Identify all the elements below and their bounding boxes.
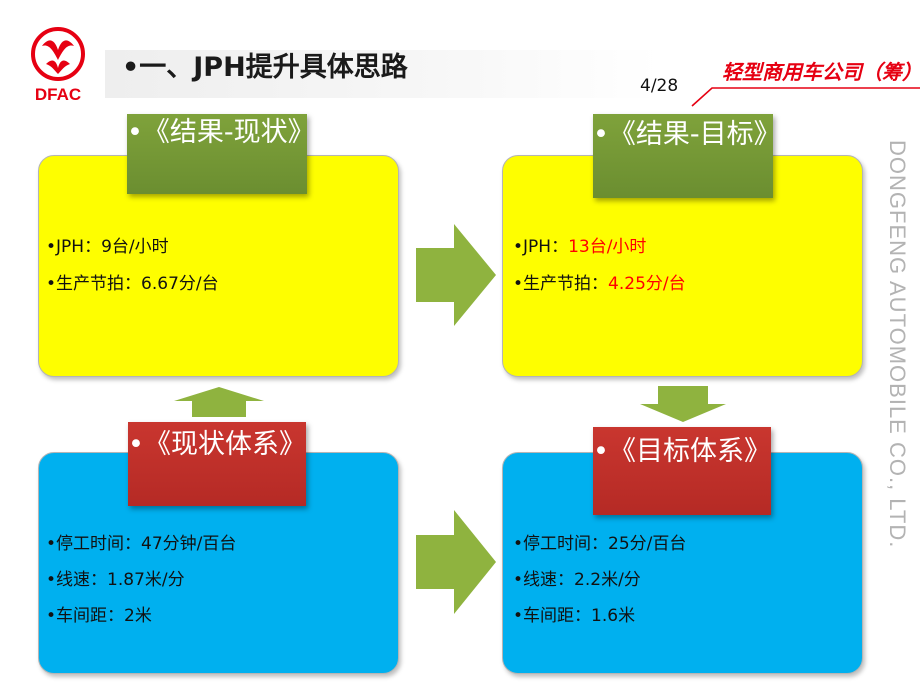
current-takt-line: •生产节拍：6.67分/台: [46, 274, 219, 294]
target-jph-line: •JPH：13台/小时: [513, 237, 647, 257]
arrow-down-icon: [640, 386, 726, 422]
arrow-right-icon: [416, 224, 496, 326]
title-band: [105, 50, 660, 98]
target-system-tag: •《目标体系》: [593, 427, 771, 515]
target-takt-value: 4.25分/台: [608, 274, 686, 294]
page-number: 4/28: [640, 76, 679, 96]
target-result-tag: •《结果-目标》: [593, 114, 781, 198]
target-system-item: •线速：2.2米/分: [513, 570, 641, 590]
target-system-item: •车间距：1.6米: [513, 606, 636, 626]
company-name: 轻型商用车公司（筹）: [722, 60, 920, 84]
dfac-logo: DFAC: [18, 24, 98, 106]
logo-text: DFAC: [35, 85, 81, 104]
page-title: •一、JPH提升具体思路: [122, 52, 408, 83]
current-takt-value: 6.67分/台: [141, 274, 219, 294]
current-system-tag: •《现状体系》: [128, 422, 306, 506]
target-jph-value: 13台/小时: [568, 237, 647, 257]
current-result-tag: •《结果-现状》: [127, 114, 315, 194]
current-system-item: •线速：1.87米/分: [46, 570, 185, 590]
target-takt-line: •生产节拍：4.25分/台: [513, 274, 686, 294]
target-system-item: •停工时间：25分/百台: [513, 534, 687, 554]
current-jph-value: 9台/小时: [101, 237, 169, 257]
current-system-item: •停工时间：47分钟/百台: [46, 534, 237, 554]
header-swoosh: [691, 87, 920, 107]
current-jph-line: •JPH：9台/小时: [46, 237, 169, 257]
arrow-right-icon: [416, 510, 496, 614]
arrow-up-icon: [174, 387, 264, 417]
current-system-item: •车间距：2米: [46, 606, 152, 626]
vertical-company-text: DONGFENG AUTOMOBILE CO., LTD.: [885, 140, 910, 549]
